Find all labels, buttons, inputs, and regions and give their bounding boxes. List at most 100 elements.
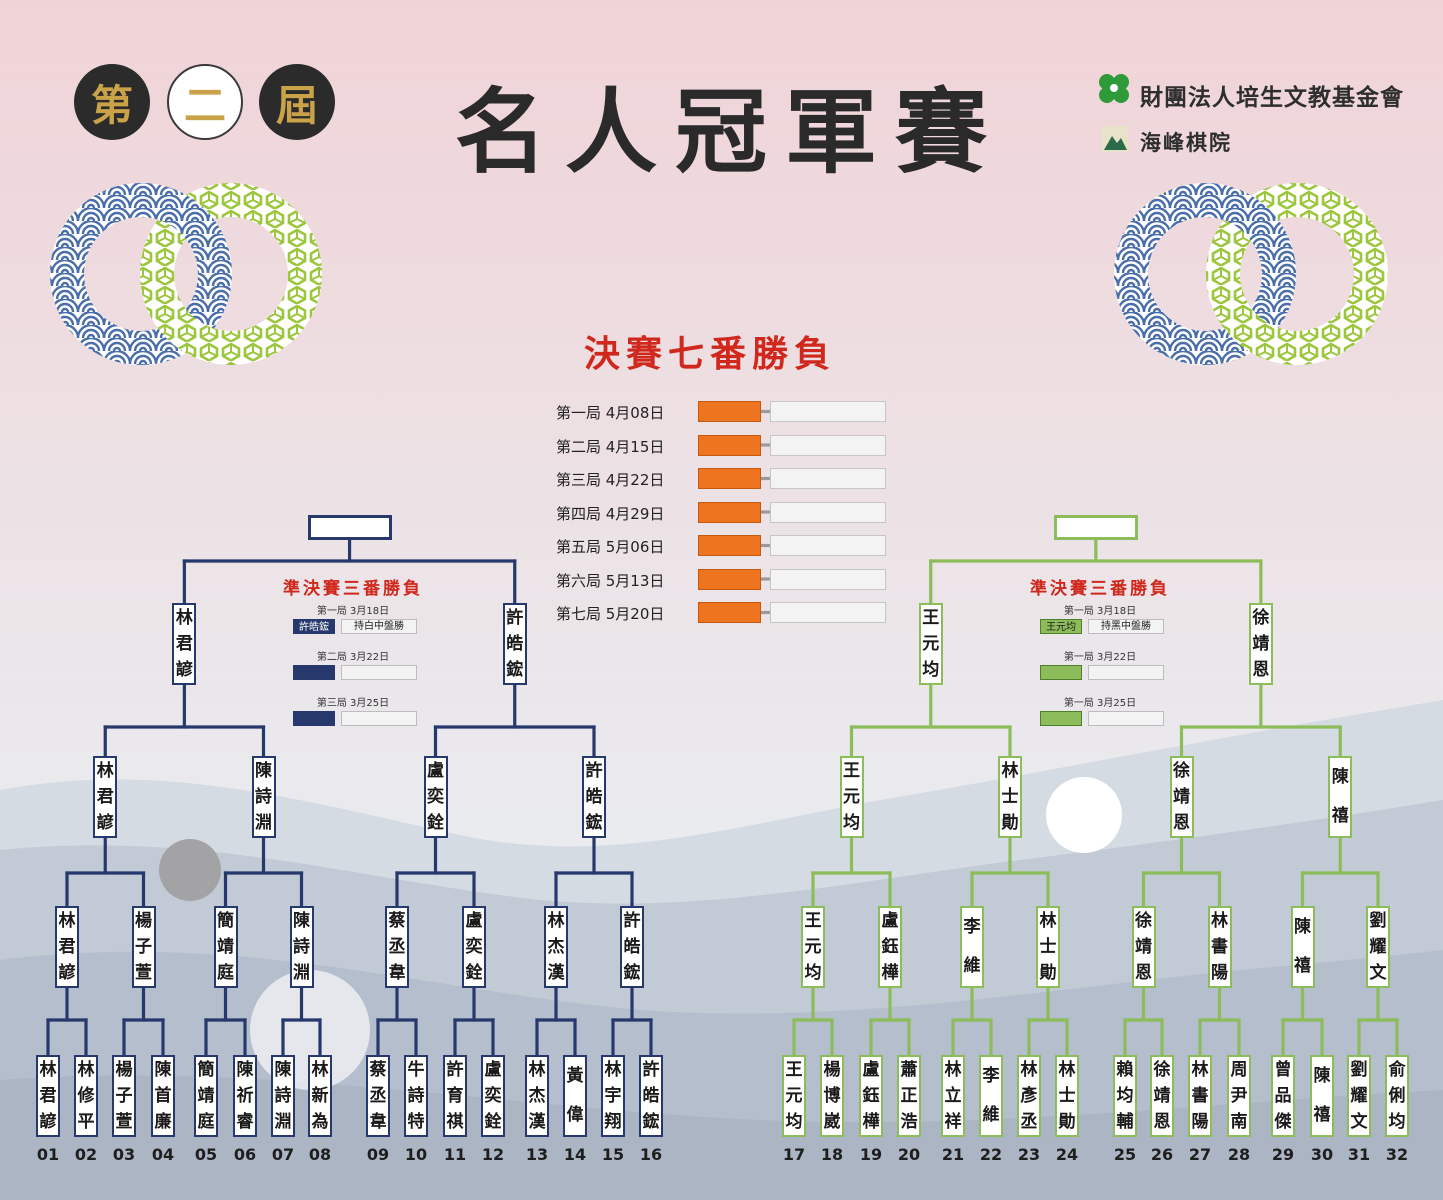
advance-box: 林士勛 [1036, 906, 1060, 988]
seed-number: 03 [112, 1145, 136, 1164]
player-name-char: 淵 [255, 812, 272, 833]
semifinal-winner-chip [1040, 665, 1082, 680]
player-box-09: 蔡丞韋 [366, 1055, 390, 1137]
player-name-char: 祈 [236, 1085, 254, 1106]
player-name-char: 正 [900, 1085, 918, 1106]
player-name-char: 偉 [566, 1105, 584, 1125]
player-name-char: 劉 [1369, 910, 1387, 931]
player-name-char: 廉 [154, 1111, 172, 1132]
advance-box: 林書陽 [1207, 906, 1232, 988]
player-name-char: 林 [1039, 910, 1057, 931]
player-box-12: 盧奕銓 [481, 1055, 505, 1137]
player-name-char: 王 [785, 1059, 803, 1080]
seed-number: 16 [639, 1145, 663, 1164]
player-name-char: 許 [585, 760, 603, 781]
player-box-07: 陳詩淵 [271, 1055, 295, 1137]
player-box-18: 楊博崴 [820, 1055, 844, 1137]
final-game-winner-slot [698, 468, 761, 489]
player-name-char: 尹 [1230, 1085, 1248, 1106]
organizer-name: 財團法人培生文教基金會 [1140, 84, 1404, 111]
advance-box: 李維 [960, 906, 984, 988]
player-name-char: 林 [1058, 1059, 1076, 1080]
player-name-char: 徐 [1153, 1059, 1171, 1080]
semifinal-winner-chip [293, 711, 335, 726]
player-name-char: 庭 [217, 962, 234, 983]
player-name-char: 子 [115, 1085, 133, 1106]
seed-number: 18 [820, 1145, 844, 1164]
player-name-char: 諺 [39, 1111, 57, 1132]
final-title: 決賽七番勝負 [583, 333, 836, 375]
final-game-winner-slot [698, 602, 761, 623]
player-name-char: 禧 [1313, 1105, 1331, 1125]
player-name-char: 詩 [274, 1085, 292, 1106]
player-name-char: 盧 [465, 910, 483, 931]
seed-number: 27 [1188, 1145, 1212, 1164]
player-name-char: 元 [804, 936, 822, 957]
seed-number: 25 [1113, 1145, 1137, 1164]
seed-number: 21 [941, 1145, 965, 1164]
player-name-char: 彥 [1020, 1085, 1038, 1106]
player-name-char: 陳 [255, 760, 272, 781]
player-name-char: 俞 [1388, 1059, 1406, 1080]
final-game-result-slot [770, 468, 886, 489]
semifinal-result [1088, 665, 1164, 680]
final-game-winner-slot [698, 535, 761, 556]
player-box-24: 林士勛 [1055, 1055, 1079, 1137]
player-name-char: 均 [843, 812, 860, 833]
advance-box: 林君諺 [55, 906, 79, 988]
player-name-char: 蔡 [369, 1059, 387, 1080]
seed-number: 28 [1227, 1145, 1251, 1164]
seed-number: 05 [194, 1145, 218, 1164]
player-box-03: 楊子萱 [112, 1055, 136, 1137]
player-name-char: 韋 [369, 1111, 387, 1132]
semifinal-game-label: 第二局 3月22日 [316, 652, 390, 663]
player-name-char: 士 [1001, 786, 1019, 807]
player-name-char: 諺 [58, 962, 76, 983]
seed-number: 17 [782, 1145, 806, 1164]
player-name-char: 鋐 [506, 659, 524, 680]
player-name-char: 耀 [1369, 936, 1387, 957]
player-name-char: 牛 [407, 1059, 425, 1080]
player-name-char: 賴 [1116, 1059, 1134, 1080]
final-game-label: 第三局 4月22日 [556, 471, 665, 489]
player-name-char: 蕭 [900, 1059, 918, 1080]
player-name-char: 維 [982, 1105, 1000, 1125]
advance-box: 王元均 [839, 756, 864, 838]
final-game-result-slot [770, 535, 886, 556]
player-name-char: 元 [785, 1085, 803, 1106]
player-name-char: 樺 [881, 962, 899, 983]
player-name-char: 詩 [407, 1085, 425, 1106]
final-game-label: 第五局 5月06日 [556, 538, 665, 556]
player-name-char: 淵 [293, 962, 310, 983]
final-game-label: 第六局 5月13日 [556, 571, 665, 590]
player-name-char: 勛 [1039, 962, 1057, 983]
player-name-char: 恩 [1153, 1111, 1171, 1132]
player-box-30: 陳禧 [1310, 1055, 1334, 1137]
player-name-char: 均 [1116, 1085, 1134, 1106]
player-name-char: 漢 [547, 962, 565, 983]
player-box-20: 蕭正浩 [897, 1055, 921, 1137]
seed-number: 23 [1017, 1145, 1041, 1164]
player-name-char: 諺 [175, 659, 193, 680]
player-box-25: 賴均輔 [1113, 1055, 1137, 1137]
player-name-char: 盧 [484, 1059, 502, 1080]
player-name-char: 崴 [823, 1111, 841, 1132]
player-name-char: 杰 [547, 936, 565, 957]
player-name-char: 皓 [623, 936, 641, 957]
seed-number: 01 [36, 1145, 60, 1164]
advance-box: 徐靖恩 [1169, 756, 1194, 838]
player-name-char: 博 [823, 1085, 841, 1106]
seed-number: 12 [481, 1145, 505, 1164]
player-name-char: 李 [963, 917, 981, 937]
seed-number: 02 [74, 1145, 98, 1164]
seed-number: 22 [979, 1145, 1003, 1164]
player-name-char: 鋐 [642, 1111, 660, 1132]
edition-char: 二 [183, 80, 226, 130]
player-name-char: 文 [1350, 1111, 1368, 1132]
advance-box: 陳禧 [1290, 906, 1315, 988]
advance-box: 林君諺 [93, 756, 118, 838]
player-name-char: 簡 [217, 910, 234, 931]
player-name-char: 林 [1001, 760, 1019, 781]
player-name-char: 楊 [823, 1059, 841, 1080]
